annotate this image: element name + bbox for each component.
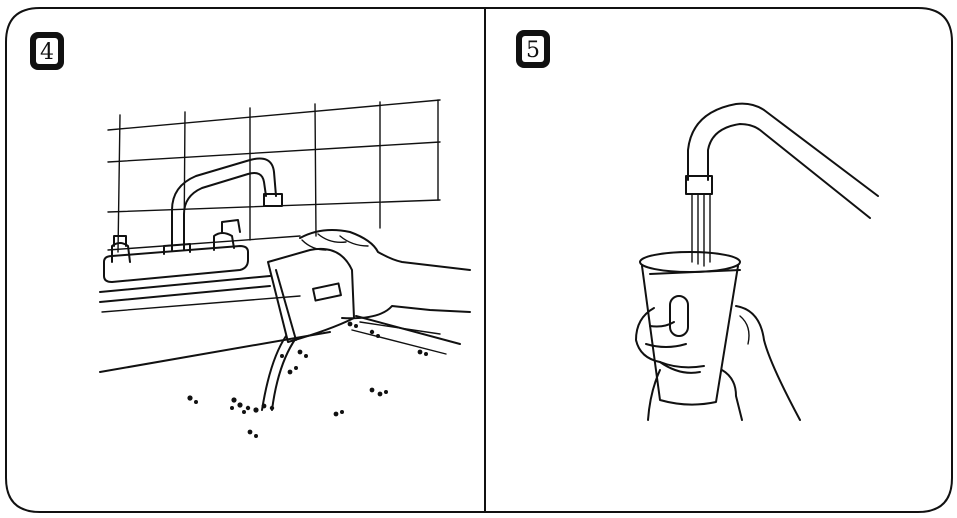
sink-faucet bbox=[99, 157, 283, 303]
water-stream bbox=[691, 193, 711, 267]
step-4-badge: 4 bbox=[30, 32, 64, 70]
step-5-number: 5 bbox=[526, 38, 540, 63]
step-5-badge: 5 bbox=[516, 30, 550, 68]
counter-back bbox=[355, 315, 461, 345]
panel-step-4: 4 bbox=[30, 32, 471, 438]
outer-frame bbox=[5, 7, 953, 513]
scattered-grounds bbox=[187, 321, 428, 438]
panel-step-5: 5 bbox=[516, 30, 879, 421]
cup bbox=[639, 251, 741, 406]
step-4-number: 4 bbox=[40, 40, 54, 65]
faucet bbox=[685, 102, 879, 219]
hands-holding-cup bbox=[635, 305, 801, 421]
tipping-cup bbox=[267, 248, 355, 343]
pouring-stream bbox=[261, 335, 287, 411]
hand-holding-cup bbox=[299, 229, 471, 355]
counter-edge bbox=[99, 331, 331, 373]
